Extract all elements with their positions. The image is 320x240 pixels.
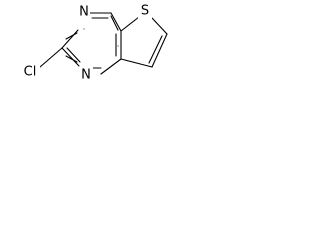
atom-label-n-top: N [79, 5, 89, 20]
bond-c2-cl [39, 47, 63, 68]
bond-c7a-n1-main [100, 58, 122, 75]
bond-n1-c2-main [61, 47, 80, 67]
atom-label-cl: Cl [24, 65, 37, 80]
atom-label-n-bottom: N [81, 68, 91, 83]
pyrimidine-hexagon [61, 12, 122, 75]
bond-s-c6 [151, 17, 168, 35]
atom-cl: Cl [20, 63, 40, 80]
atom-s: S [138, 3, 152, 19]
bond-c6-c7 [151, 33, 168, 68]
atom-n-top: N [78, 4, 90, 20]
chemical-structure-diagram: N N S Cl [20, 3, 168, 83]
bond-c4a-s [120, 16, 140, 32]
atom-n-bottom: N [79, 67, 93, 83]
bond-c7-c7a [120, 58, 153, 68]
thiophene-ring [120, 16, 168, 68]
bond-c2-n3-main [61, 29, 79, 49]
double-bond-c2-n1 [66, 47, 81, 63]
atom-label-s: S [141, 4, 149, 19]
bond-n1-c2 [65, 55, 78, 63]
bond-c4-c4a-main [110, 12, 122, 32]
bond-c4-c4a [110, 15, 119, 31]
double-bond-c6-c7 [148, 35, 163, 64]
